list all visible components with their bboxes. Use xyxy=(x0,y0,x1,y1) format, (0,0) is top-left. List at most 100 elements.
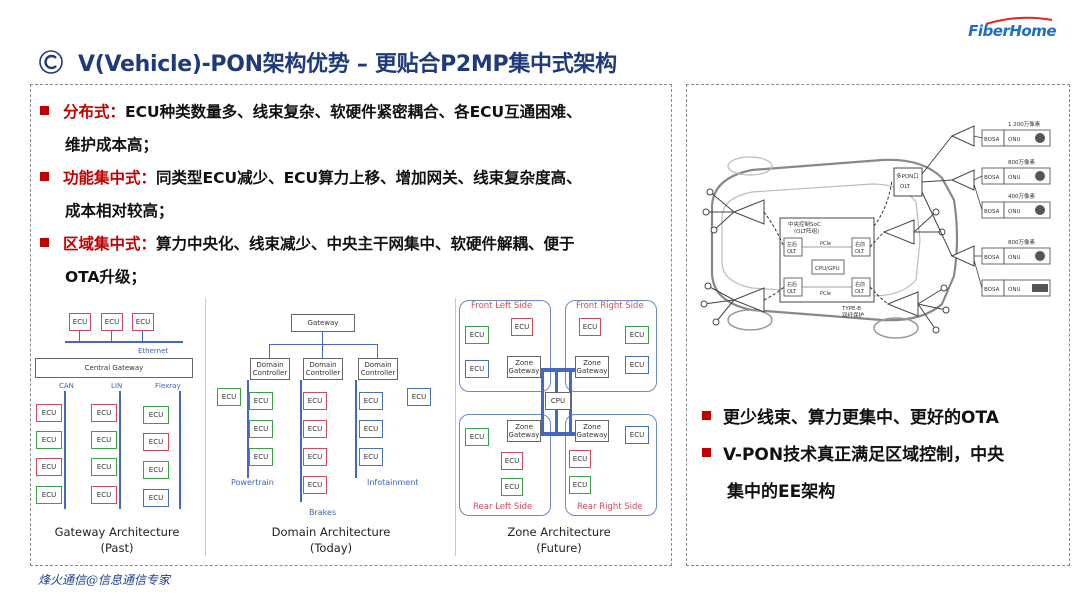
cpu-box: CPU xyxy=(545,392,571,410)
bullet-zonal-cont: OTA升级； xyxy=(65,268,147,286)
ecu-box: ECU xyxy=(625,426,649,444)
zone-gateway-box: Zone Gateway xyxy=(507,420,541,442)
left-panel xyxy=(30,84,672,566)
front-left-label: Front Left Side xyxy=(471,301,533,311)
ecu-box: ECU xyxy=(36,486,62,504)
powertrain-label: Powertrain xyxy=(231,478,274,487)
camera-icon xyxy=(1035,171,1045,181)
bullet-distributed-cont: 维护成本高； xyxy=(65,136,159,154)
ecu-box: ECU xyxy=(625,356,649,374)
ecu-box: ECU xyxy=(132,313,154,331)
brakes-label: Brakes xyxy=(309,508,337,517)
lin-bus xyxy=(119,391,121,509)
svg-text:PCIe: PCIe xyxy=(820,291,831,297)
svg-text:右前: 右前 xyxy=(855,241,865,248)
can-bus xyxy=(64,391,66,509)
ecu-box: ECU xyxy=(143,489,169,507)
type-b-label: TYPE-B xyxy=(841,306,861,312)
svg-text:ONU: ONU xyxy=(1008,137,1020,143)
zone-front-left xyxy=(459,300,551,392)
bullet-domain-cont: 成本相对较高； xyxy=(65,202,174,220)
svg-text:左后: 左后 xyxy=(787,241,797,248)
connector xyxy=(269,344,377,345)
bullet-zonal: 区域集中式：算力中央化、线束减少、中央主干网集中、软硬件解耦、便于 xyxy=(40,228,668,261)
zone-front-right xyxy=(565,300,657,392)
gateway-arch-era: (Past) xyxy=(100,541,134,555)
svg-text:OLT: OLT xyxy=(855,289,865,295)
ecu-box: ECU xyxy=(625,326,649,344)
camera-icon xyxy=(1035,205,1045,215)
ecu-box: ECU xyxy=(143,433,169,451)
dual-protect-label: 双纤保护 xyxy=(842,311,865,319)
svg-text:OLT: OLT xyxy=(900,184,911,190)
ecu-box: ECU xyxy=(91,404,117,422)
logo-swoosh-icon xyxy=(985,16,1053,25)
flexray-bus xyxy=(179,391,181,509)
soc-label: 中央控制SoC xyxy=(788,220,821,228)
bullet-square-icon xyxy=(40,238,49,247)
gateway-box: Gateway xyxy=(291,314,355,332)
vpon-advantages: 更少线束、算力更集中、更好的OTA V-PON技术真正满足区域控制，中央 集中的… xyxy=(702,400,1064,511)
advantage-line-cont: 集中的EE架构 xyxy=(727,482,836,502)
domain-controller-box: Domain Controller xyxy=(303,358,343,380)
vpon-car-diagram: 中央控制SoC (OLT阵组) 左后 OLT 右前 OLT 右后 OLT 右前 … xyxy=(700,120,1051,339)
advantage-line: 更少线束、算力更集中、更好的OTA xyxy=(702,400,1064,437)
camera-icon xyxy=(1035,133,1045,143)
powertrain-bus xyxy=(247,380,249,478)
ethernet-bus xyxy=(65,341,183,343)
ecu-box: ECU xyxy=(511,318,533,336)
advantage-line: V-PON技术真正满足区域控制，中央 xyxy=(702,437,1064,474)
ecu-box: ECU xyxy=(465,428,489,446)
svg-text:ONU: ONU xyxy=(1008,255,1020,261)
svg-text:1 200万像素: 1 200万像素 xyxy=(1008,120,1041,128)
svg-text:800万像素: 800万像素 xyxy=(1008,238,1035,246)
svg-text:ONU: ONU xyxy=(1008,209,1020,215)
ecu-box: ECU xyxy=(359,448,383,466)
ecu-box: ECU xyxy=(91,431,117,449)
zone-arch-title: Zone Architecture xyxy=(507,525,611,539)
svg-text:OLT: OLT xyxy=(787,249,797,255)
ecu-box: ECU xyxy=(249,448,273,466)
ecu-box: ECU xyxy=(359,420,383,438)
ecu-box: ECU xyxy=(91,486,117,504)
ecu-box: ECU xyxy=(465,326,489,344)
svg-text:ONU: ONU xyxy=(1008,287,1020,293)
ecu-box: ECU xyxy=(101,313,123,331)
ecu-box: ECU xyxy=(501,478,523,496)
multi-pon-label: 多PON口 xyxy=(896,172,919,180)
gateway-arch-title: Gateway Architecture xyxy=(54,525,180,539)
backbone-link xyxy=(521,368,577,372)
domain-controller-box: Domain Controller xyxy=(250,358,290,380)
svg-text:PCIe: PCIe xyxy=(820,241,831,247)
ecu-box: ECU xyxy=(569,450,591,468)
bullet-square-icon xyxy=(702,448,711,457)
ecu-box: ECU xyxy=(303,392,327,410)
connector xyxy=(111,331,112,341)
lin-label: LIN xyxy=(111,382,123,390)
domain-arch-title: Domain Architecture xyxy=(271,525,391,539)
ecu-box: ECU xyxy=(143,461,169,479)
bullet-distributed: 分布式：ECU种类数量多、线束复杂、软硬件紧密耦合、各ECU互通困难、 xyxy=(40,96,668,129)
zone-rear-right xyxy=(565,414,657,516)
title-ring-icon xyxy=(39,50,63,74)
svg-text:800万像素: 800万像素 xyxy=(1008,158,1035,166)
architecture-bullets: 分布式：ECU种类数量多、线束复杂、软硬件紧密耦合、各ECU互通困难、 维护成本… xyxy=(40,96,668,294)
zone-rear-left xyxy=(459,414,551,516)
can-label: CAN xyxy=(59,382,74,390)
right-panel xyxy=(686,84,1070,566)
svg-text:400万像素: 400万像素 xyxy=(1008,192,1035,200)
cpu-gpu-label: CPU/GPU xyxy=(815,266,840,272)
ecu-box: ECU xyxy=(36,431,62,449)
front-right-label: Front Right Side xyxy=(576,301,644,311)
ecu-box: ECU xyxy=(579,318,601,336)
connector xyxy=(377,344,378,358)
brakes-bus xyxy=(300,380,302,502)
zone-gateway-box: Zone Gateway xyxy=(575,420,609,442)
page-title: V(Vehicle)-PON架构优势 – 更贴合P2MP集中式架构 xyxy=(78,52,617,77)
bullet-square-icon xyxy=(40,172,49,181)
flexray-label: Flexray xyxy=(155,382,181,390)
connector xyxy=(142,331,143,341)
svg-text:BOSA: BOSA xyxy=(984,287,1000,293)
ecu-box: ECU xyxy=(143,406,169,424)
svg-text:右后: 右后 xyxy=(787,281,797,288)
